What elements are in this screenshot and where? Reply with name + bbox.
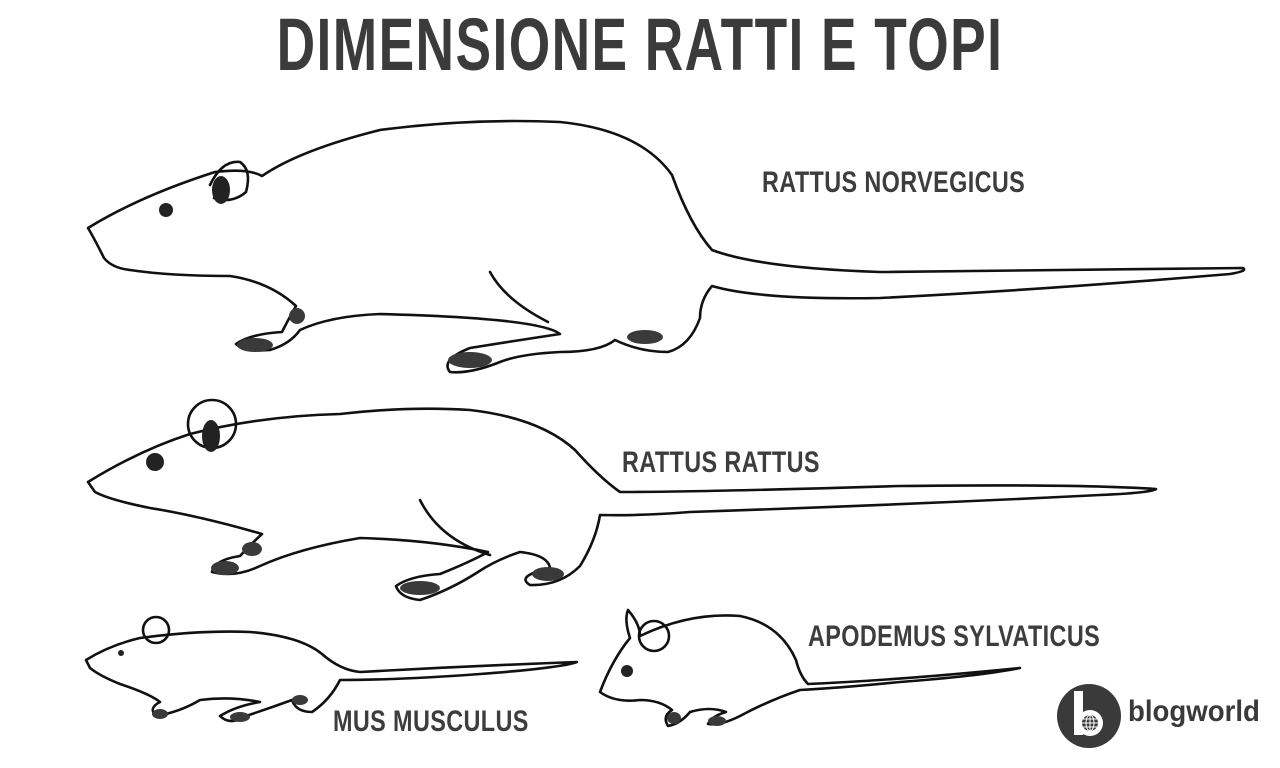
page-title: DIMENSIONE RATTI E TOPI	[276, 3, 1004, 86]
rattus-rattus-drawing	[86, 398, 1158, 602]
label-rattus-rattus: RATTUS RATTUS	[622, 446, 820, 479]
logo-text: blogworld	[1128, 695, 1260, 728]
globe-b-icon	[1057, 684, 1121, 748]
blogworld-logo[interactable]: blogworld	[1056, 683, 1266, 753]
label-rattus-norvegicus: RATTUS NORVEGICUS	[762, 166, 1026, 199]
label-mus-musculus: MUS MUSCULUS	[333, 705, 529, 738]
label-apodemus-sylvaticus: APODEMUS SYLVATICUS	[808, 620, 1101, 653]
rattus-norvegicus-drawing	[86, 119, 1246, 374]
apodemus-sylvaticus-drawing	[598, 608, 1022, 728]
